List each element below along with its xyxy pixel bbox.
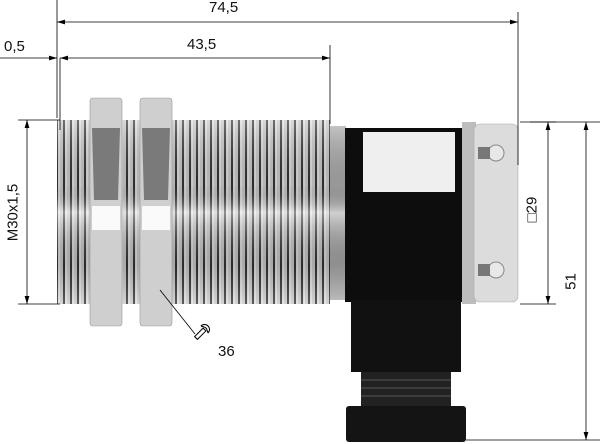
cable-gland bbox=[346, 300, 466, 442]
dim-thread-size: M30x1,5 bbox=[4, 183, 22, 242]
dim-overall-length: 74,5 bbox=[209, 0, 239, 16]
dim-wrench-size: 36 bbox=[218, 343, 235, 360]
plug-socket bbox=[462, 122, 519, 304]
lock-nut bbox=[139, 97, 173, 327]
dim-front-offset: 0,5 bbox=[4, 38, 25, 55]
dim-thread-length: 43,5 bbox=[187, 36, 217, 53]
label-window bbox=[363, 132, 455, 192]
dim-overall-height: 51 bbox=[562, 273, 580, 290]
dim-connector-square: □29 bbox=[523, 196, 541, 223]
lock-nut bbox=[89, 97, 123, 327]
wrench-icon bbox=[193, 324, 210, 341]
